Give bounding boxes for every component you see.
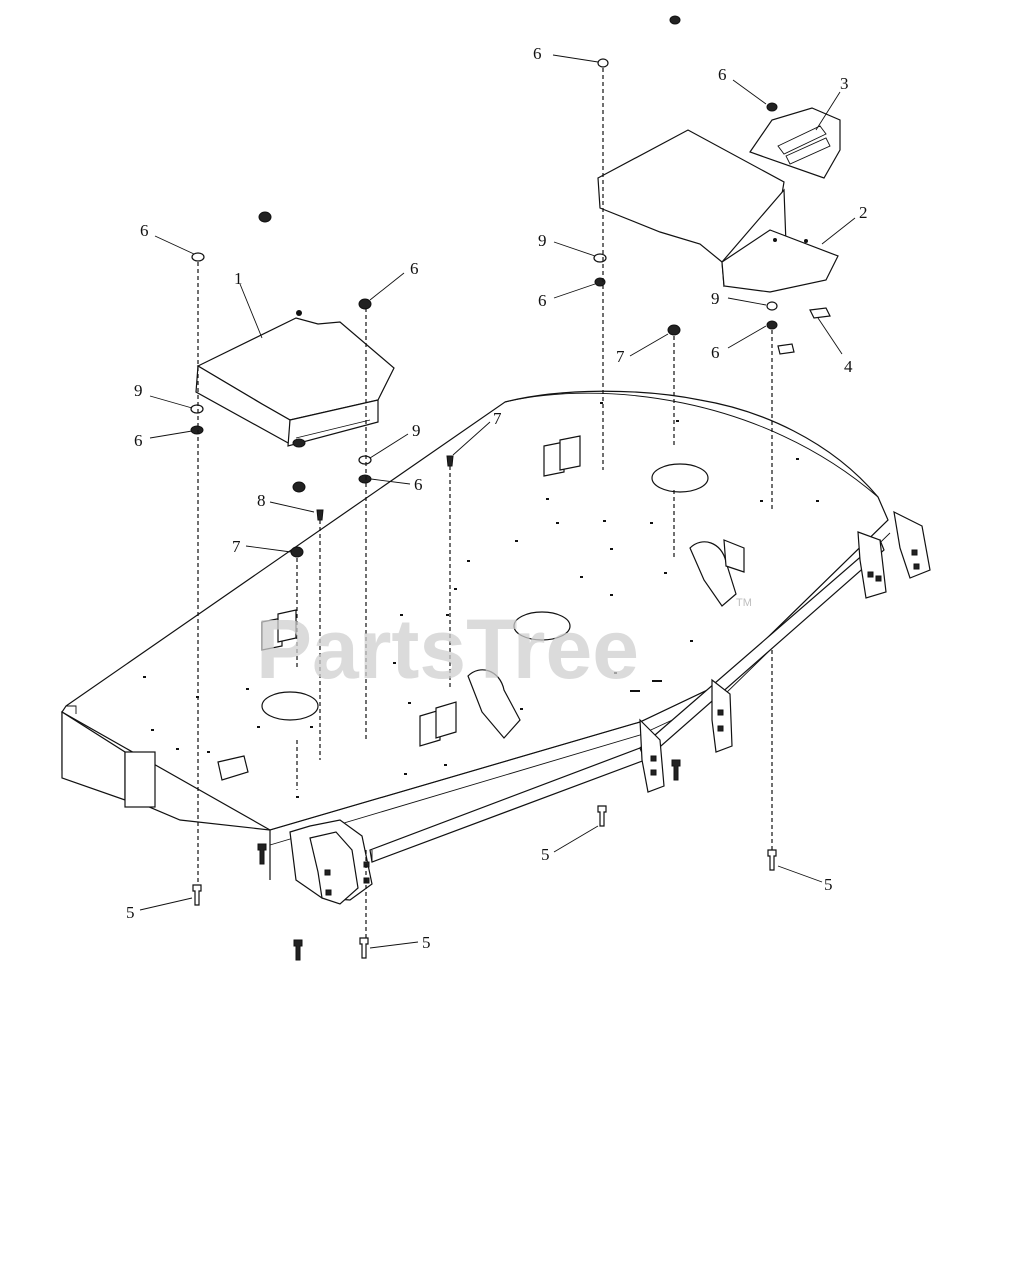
callout-9: 9 (538, 231, 547, 250)
callout-2: 2 (859, 203, 868, 222)
watermark-text: PartsTree (256, 602, 639, 696)
callout-3: 3 (840, 74, 849, 93)
fasteners (190, 15, 778, 961)
cover-plate (749, 107, 841, 179)
callout-7: 7 (616, 347, 625, 366)
mower-deck (61, 390, 891, 880)
callout-6: 6 (718, 65, 727, 84)
callout-9: 9 (711, 289, 720, 308)
callout-labels: 6 6 3 2 6 6 1 9 6 9 6 4 7 9 6 9 7 6 8 7 … (126, 44, 868, 952)
callout-6: 6 (134, 431, 143, 450)
callout-6: 6 (140, 221, 149, 240)
callout-6: 6 (410, 259, 419, 278)
callout-9: 9 (134, 381, 143, 400)
deck-holes (143, 402, 819, 798)
leader-lines (139, 54, 856, 949)
callout-4: 4 (844, 357, 853, 376)
callout-5: 5 (541, 845, 550, 864)
callout-8: 8 (257, 491, 266, 510)
small-plate (777, 307, 831, 355)
callout-7: 7 (232, 537, 241, 556)
callout-6: 6 (533, 44, 542, 63)
watermark: PartsTree TM (256, 597, 752, 696)
callout-5: 5 (824, 875, 833, 894)
callout-5: 5 (126, 903, 135, 922)
callout-7: 7 (493, 409, 502, 428)
spindle-openings (261, 463, 709, 721)
callout-6: 6 (711, 343, 720, 362)
left-belt-shield (195, 310, 395, 447)
deck-mount-brackets (217, 435, 745, 781)
callout-9: 9 (412, 421, 421, 440)
callout-6: 6 (538, 291, 547, 310)
right-belt-shield (597, 129, 839, 293)
assembly-centerlines (197, 68, 773, 938)
watermark-trademark: TM (736, 597, 752, 609)
callout-6: 6 (414, 475, 423, 494)
front-hitch-brackets (289, 510, 931, 905)
callout-1: 1 (234, 269, 243, 288)
callout-5: 5 (422, 933, 431, 952)
